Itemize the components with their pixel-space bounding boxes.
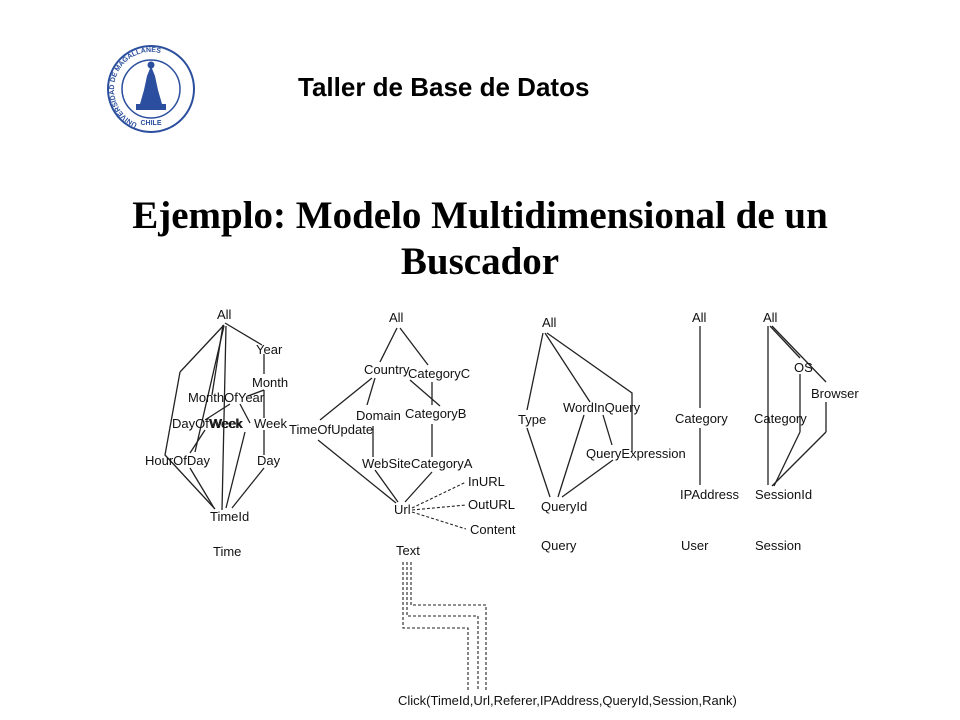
- text-in-url-label: InURL: [468, 474, 505, 489]
- time-id-label: TimeId: [210, 509, 249, 524]
- session-id-label: SessionId: [755, 487, 812, 502]
- query-caption: Query: [541, 538, 577, 553]
- text-content-label: Content: [470, 522, 516, 537]
- time-day-of-week-label: DayOfWeek: [172, 416, 242, 431]
- session-caption: Session: [755, 538, 801, 553]
- text-all-label: All: [389, 310, 404, 325]
- slide-title-line2: Buscador: [400, 240, 560, 283]
- query-type-label: Type: [518, 412, 546, 427]
- time-all-label: All: [217, 307, 232, 322]
- time-hour-of-day-label: HourOfDay: [145, 453, 211, 468]
- text-domain-label: Domain: [356, 408, 401, 423]
- user-ip-address-label: IPAddress: [680, 487, 740, 502]
- text-url-label: Url: [394, 502, 411, 517]
- fact-table-label: Click(TimeId,Url,Referer,IPAddress,Query…: [398, 693, 737, 708]
- user-all-label: All: [692, 310, 707, 325]
- time-dimension: All Year Month MonthOfYear DayOfWeek Wee…: [145, 307, 288, 559]
- text-country-label: Country: [364, 362, 410, 377]
- text-category-b-label: CategoryB: [405, 406, 466, 421]
- text-website-label: WebSite: [362, 456, 411, 471]
- session-browser-label: Browser: [811, 386, 859, 401]
- time-month-label: Month: [252, 375, 288, 390]
- query-word-in-query-label: WordInQuery: [563, 400, 641, 415]
- time-week-label-1: Week: [210, 416, 243, 431]
- text-dimension: All Country CategoryC Domain CategoryB T…: [289, 310, 516, 558]
- query-dimension: All Type WordInQuery QueryExpression Que…: [518, 315, 686, 553]
- session-all-label: All: [763, 310, 778, 325]
- user-category-label: Category: [675, 411, 728, 426]
- query-expression-label: QueryExpression: [586, 446, 686, 461]
- time-month-of-year-label: MonthOfYear: [188, 390, 265, 405]
- text-category-a-label: CategoryA: [411, 456, 473, 471]
- session-category-label: Category: [754, 411, 807, 426]
- header-title: Taller de Base de Datos: [298, 72, 590, 102]
- time-week-label-2: Week: [254, 416, 287, 431]
- session-dimension: All OS Browser Category SessionId Sessio…: [754, 310, 859, 553]
- slide-title: Ejemplo: Modelo Multidimensional de un B…: [60, 193, 900, 285]
- time-caption: Time: [213, 544, 241, 559]
- session-os-label: OS: [794, 360, 813, 375]
- fact-connectors: [402, 562, 487, 690]
- query-id-label: QueryId: [541, 499, 587, 514]
- text-out-url-label: OutURL: [468, 497, 515, 512]
- text-time-of-update-label: TimeOfUpdate: [289, 422, 373, 437]
- slide-title-line1: Ejemplo: Modelo Multidimensional de un: [132, 194, 828, 237]
- university-seal-logo: UNIVERSIDAD DE MAGALLANES CHILE: [107, 45, 195, 133]
- text-category-c-label: CategoryC: [408, 366, 470, 381]
- time-year-label: Year: [256, 342, 283, 357]
- query-all-label: All: [542, 315, 557, 330]
- text-caption: Text: [396, 543, 420, 558]
- time-day-label: Day: [257, 453, 281, 468]
- user-caption: User: [681, 538, 709, 553]
- svg-text:CHILE: CHILE: [141, 120, 162, 127]
- user-dimension: All Category IPAddress User: [675, 310, 740, 553]
